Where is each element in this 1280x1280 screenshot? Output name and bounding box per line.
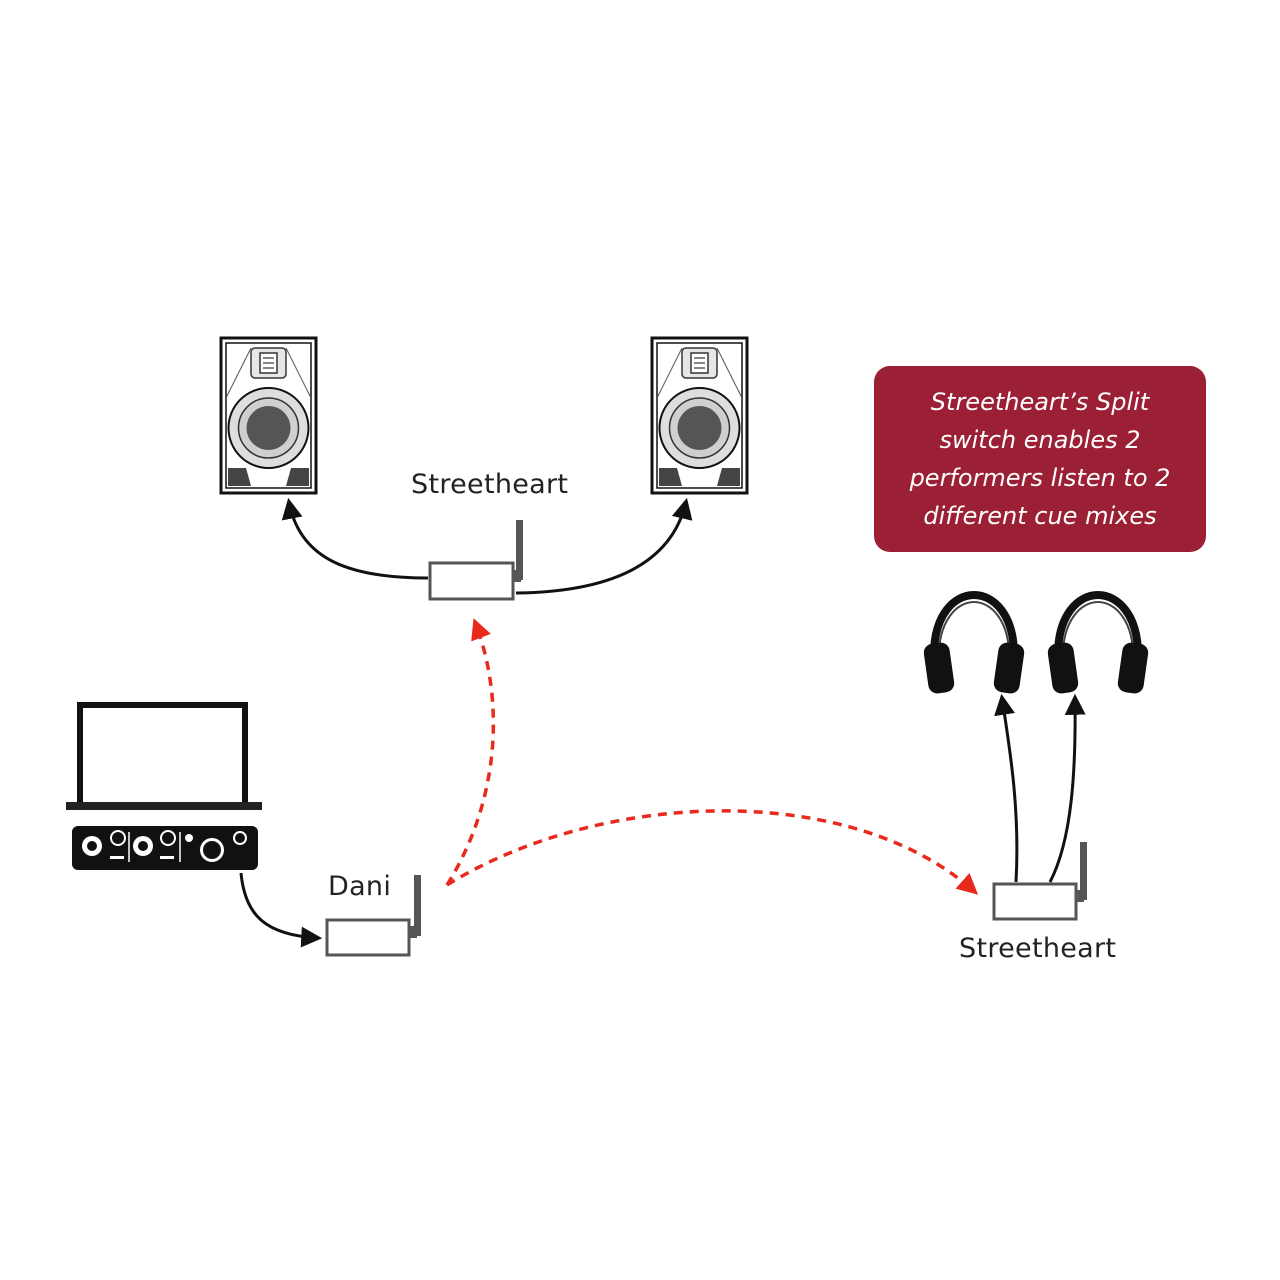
left-speaker-icon xyxy=(219,336,318,495)
wired-link-left-headphones xyxy=(994,693,1019,883)
wireless-link-to-top-receiver xyxy=(445,618,496,886)
wireless-link-to-right-receiver xyxy=(446,809,979,895)
top-receiver-icon xyxy=(428,520,523,601)
wired-link-right-headphones xyxy=(1048,693,1086,883)
split-switch-callout: Streetheart’s Split switch enables 2 per… xyxy=(874,366,1206,552)
right-headphones-icon xyxy=(1047,595,1150,695)
audio-interface-icon xyxy=(72,826,258,870)
wired-link-interface-to-dani xyxy=(239,872,323,948)
callout-line: Streetheart’s Split xyxy=(930,388,1150,416)
transmitter-label: Dani xyxy=(328,871,392,902)
top-receiver-label: Streetheart xyxy=(411,469,569,500)
right-receiver-icon xyxy=(992,842,1087,921)
left-headphones-icon xyxy=(923,595,1026,695)
wired-link-left-speaker xyxy=(281,497,429,580)
laptop-icon xyxy=(66,702,262,810)
callout-line: performers listen to 2 xyxy=(909,464,1171,492)
right-receiver-label: Streetheart xyxy=(959,933,1117,964)
dani-transmitter-icon xyxy=(325,875,421,957)
right-speaker-icon xyxy=(650,336,749,495)
callout-line: different cue mixes xyxy=(923,502,1157,530)
callout-line: switch enables 2 xyxy=(939,426,1141,454)
wired-link-right-speaker xyxy=(515,497,693,595)
